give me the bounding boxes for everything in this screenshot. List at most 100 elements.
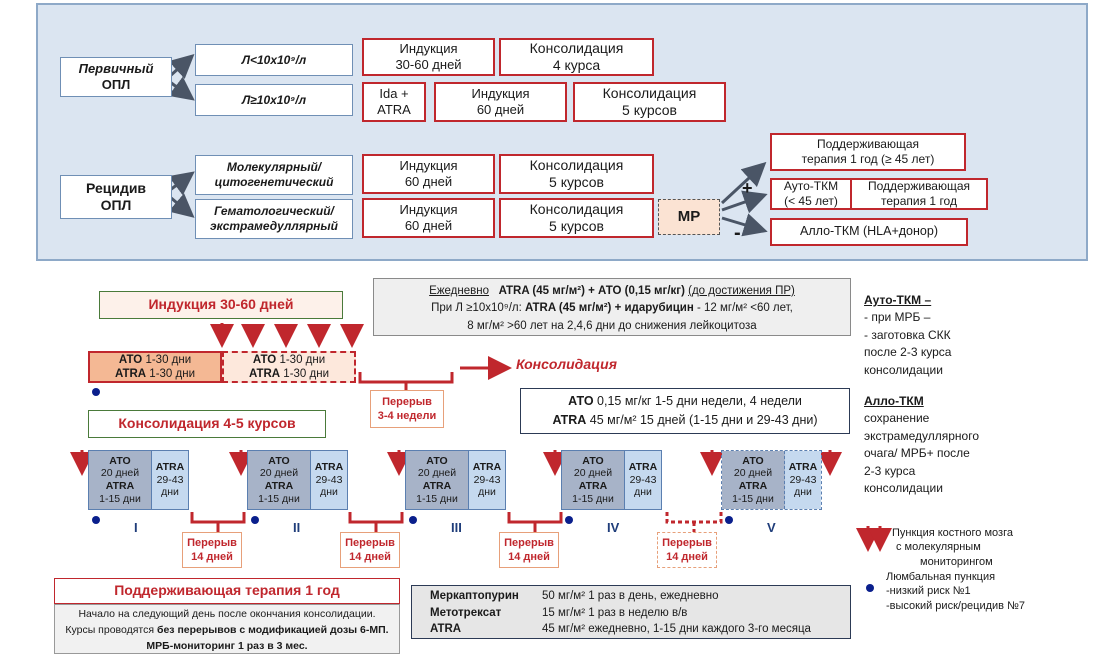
r4-induction-label: Индукция	[399, 201, 458, 217]
primary-label-2: ОПЛ	[101, 77, 131, 92]
side-allo-title: Алло-ТКМ	[864, 393, 924, 408]
next-consolidation-label: Консолидация	[516, 356, 617, 372]
r3-consolidation-label: Консолидация	[529, 156, 624, 173]
hematologic-label-2: экстрамедуллярный	[210, 219, 338, 233]
induction-bar-1-atra-label: ATRA	[115, 368, 147, 380]
r2-consolidation-courses: 5 курсов	[622, 102, 677, 118]
lumbar-dot	[251, 516, 259, 524]
induction-bar-2-ato: АТО 1-30 дни	[253, 353, 325, 367]
induction-break-label: Перерыв	[382, 395, 432, 408]
induction-marks	[210, 323, 512, 390]
r3-consolidation-courses: 5 курсов	[549, 174, 604, 190]
r2-ida-label: Ida +	[379, 85, 409, 101]
consolidation-info-ato-dose: 0,15 мг/кг 1-5 дни недели, 4 недели	[597, 394, 802, 408]
side-allo-line: экстрамедуллярного	[864, 428, 980, 443]
relapse-apl-box: Рецидив ОПЛ	[60, 175, 172, 219]
consolidation-cycle: АТО 20 дней ATRA 1-15 дни ATRA 29-43 дни	[405, 450, 506, 510]
cycle-ato-label: АТО	[109, 454, 131, 467]
auto-maintenance-label-1: Поддерживающая	[867, 179, 971, 193]
drug-dose: 45 мг/м² ежедневно, 1-15 дни каждого 3-г…	[542, 623, 811, 636]
plus-sign: +	[742, 178, 753, 198]
top-arrows	[168, 53, 768, 237]
break-text: Перерыв 14 дней	[662, 536, 712, 565]
consolidation-info-ato: АТО	[568, 394, 594, 408]
r1-consolidation-label: Консолидация	[529, 39, 624, 56]
lumbar-dot	[725, 516, 733, 524]
side-auto-line: после 2-3 курса	[864, 345, 952, 360]
induction-bar-1-atra: ATRA 1-30 дни	[115, 367, 195, 381]
minus-sign: -	[734, 222, 741, 244]
induction-bar-1-ato-days: 1-30 дни	[145, 353, 192, 366]
side-auto-line: - заготовка СКК	[864, 327, 951, 342]
consolidation-info-line-1: АТО 0,15 мг/кг 1-5 дни недели, 4 недели	[521, 392, 849, 411]
cycle-atra-late-days: 29-43	[473, 473, 501, 486]
consolidation-cycle: АТО 20 дней ATRA 1-15 дни ATRA 29-43 дни	[561, 450, 662, 510]
consolidation-cycle: АТО 20 дней ATRA 1-15 дни ATRA 29-43 дни	[721, 450, 822, 510]
maintenance-title-text: Поддерживающая терапия 1 год	[114, 582, 340, 599]
cycle-atra-label: ATRA	[738, 480, 768, 492]
legend-lp-line-3: -высокий риск/рецидив №7	[886, 599, 1026, 612]
break-days: 14 дней	[508, 551, 550, 563]
consolidation-break-box: Перерыв 14 дней	[657, 532, 717, 568]
legend-lp-line-1: Люмбальная пункция	[886, 571, 996, 583]
maintenance-title: Поддерживающая терапия 1 год	[54, 578, 400, 604]
high-wbc-box: Л≥10x10⁹/л	[195, 84, 353, 116]
induction-info-box: Ежедневно ATRA (45 мг/м²) + АТО (0,15 мг…	[373, 278, 851, 336]
allo-tkm-box: Алло-ТКМ (HLA+донор)	[770, 218, 968, 246]
induction-info-condition: При Л ≥10x10⁹/л:	[431, 302, 522, 315]
r2-induction-label: Индукция	[471, 85, 530, 101]
consolidation-cycle: АТО 20 дней ATRA 1-15 дни ATRA 29-43 дни	[88, 450, 189, 510]
induction-bar-1: АТО 1-30 дни ATRA 1-30 дни	[88, 351, 222, 383]
cycle-atra-late: ATRA 29-43 дни	[152, 451, 188, 509]
hematologic-box: Гематологический/ экстрамедуллярный	[195, 199, 353, 239]
break-label: Перерыв	[662, 536, 712, 549]
break-days: 14 дней	[666, 551, 708, 563]
consolidation-info-atra: ATRA	[552, 412, 587, 427]
legend-lp-line-2: -низкий риск №1	[886, 585, 971, 598]
r2-ida-box: Ida +ATRA	[362, 82, 426, 122]
cycle-atra-late-label: ATRA	[788, 461, 818, 474]
cycle-ato-atra: АТО 20 дней ATRA 1-15 дни	[248, 451, 311, 509]
relapse-label-1: Рецидив	[85, 179, 147, 196]
cycle-atra-late-days: 29-43	[789, 473, 817, 486]
induction-bar-2-atra: ATRA 1-30 дни	[249, 367, 329, 381]
r1-consolidation-courses: 4 курса	[552, 57, 601, 73]
side-notes: Ауто-ТКМ – - при МРБ – - заготовка СКК п…	[864, 292, 1094, 497]
r2-induction-days: 60 дней	[476, 102, 525, 117]
cycle-atra-days: 1-15 дни	[732, 492, 774, 505]
side-allo-line: очага/ МРБ+ после	[864, 446, 970, 461]
consolidation-title-text: Консолидация 4-5 курсов	[118, 415, 296, 432]
cycle-ato-label: АТО	[268, 454, 290, 467]
low-wbc-box: Л<10x10⁹/л	[195, 44, 353, 76]
cycle-atra-label: ATRA	[105, 480, 135, 492]
maintenance-note-2a: Курсы проводятся	[65, 623, 155, 636]
auto-tkm-box: Ауто-ТКМ(< 45 лет)	[770, 178, 852, 210]
induction-info-ida: ATRA (45 мг/м²) + идарубицин	[525, 302, 694, 315]
lumbar-dot	[92, 516, 100, 524]
maintenance-old-label-1: Поддерживающая	[816, 137, 920, 151]
cycle-atra-days: 1-15 дни	[99, 492, 141, 505]
maintenance-note-2: Курсы проводятся без перерывов с модифик…	[55, 623, 399, 639]
legend-bm-line-1: Пункция костного мозга	[892, 527, 1013, 539]
maintenance-note-box: Начало на следующий день после окончания…	[54, 604, 400, 654]
r4-consolidation-courses: 5 курсов	[549, 218, 604, 234]
maintenance-old-label-2: терапия 1 год (≥ 45 лет)	[801, 152, 935, 166]
induction-info-until: (до достижения ПР)	[688, 285, 795, 297]
cycle-atra-label: ATRA	[578, 480, 608, 492]
cycle-atra-late-unit: дни	[794, 486, 812, 499]
lumbar-dot	[565, 516, 573, 524]
cycle-ato-days: 20 дней	[573, 467, 613, 480]
maintenance-note-1: Начало на следующий день после окончания…	[78, 608, 376, 620]
consolidation-cycle: АТО 20 дней ATRA 1-15 дни ATRA 29-43 дни	[247, 450, 348, 510]
induction-bar-1-atra-days: 1-30 дни	[149, 368, 195, 380]
induction-title-text: Индукция 30-60 дней	[148, 296, 294, 313]
